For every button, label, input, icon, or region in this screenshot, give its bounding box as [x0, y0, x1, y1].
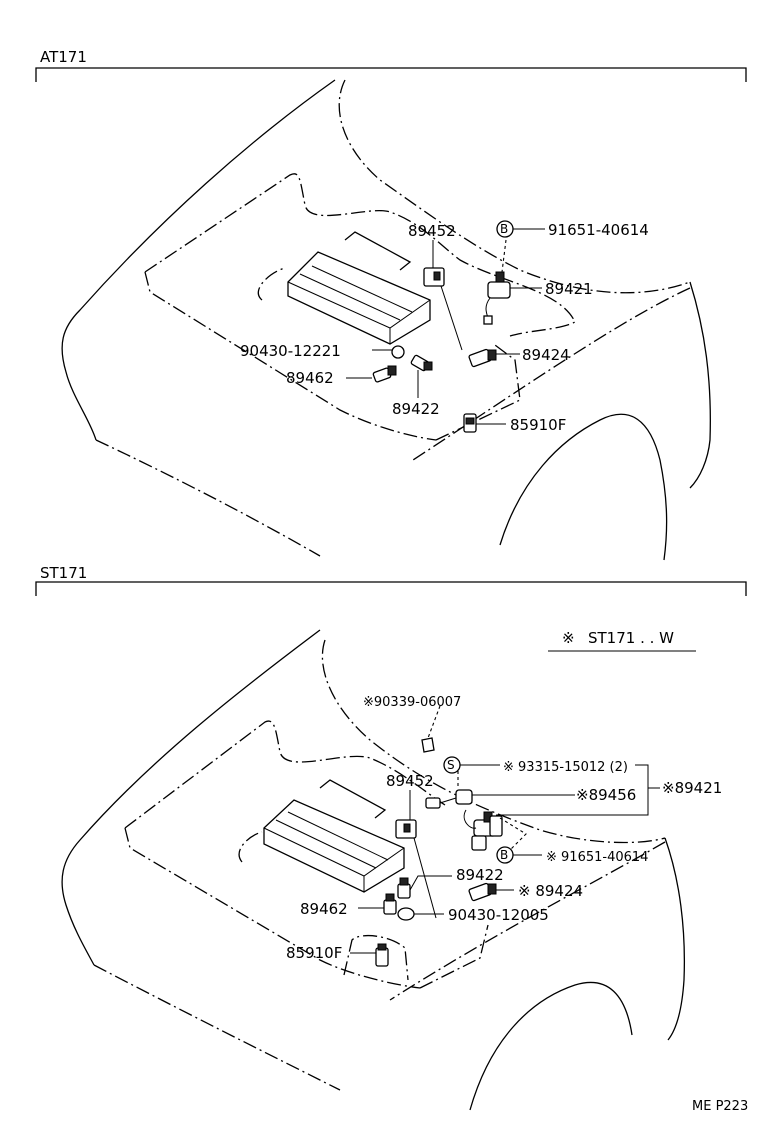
label-85910F-at171: 85910F — [510, 416, 566, 434]
label-89462-at171: 89462 — [286, 369, 334, 387]
diagram-code: ME P223 — [692, 1099, 748, 1114]
part-89424-sensor-at171 — [468, 348, 520, 368]
section-title-at171: AT171 — [40, 48, 87, 66]
part-90430-gasket-st171 — [397, 907, 444, 921]
part-89452-bracket-at171 — [423, 240, 463, 351]
bracket-89421-st171 — [496, 764, 649, 816]
label-89422-st171: 89422 — [456, 866, 504, 884]
label-85910F-st171: 85910F — [286, 944, 342, 962]
part-85910F-fuel-st171 — [350, 943, 389, 967]
part-89421-sensor-at171 — [483, 239, 511, 325]
part-89462-sensor-st171 — [358, 893, 397, 915]
label-91651-40614-at171: 91651-40614 — [548, 221, 649, 239]
label-89452-st171: 89452 — [386, 772, 434, 790]
car-body-outline-at171 — [61, 79, 711, 561]
part-89456-connector-st171 — [425, 770, 575, 809]
label-90430-12005-st171: 90430-12005 — [448, 906, 549, 924]
section-title-st171: ST171 — [40, 564, 87, 582]
label-89424-at171: 89424 — [522, 346, 570, 364]
part-89422-sensor-st171 — [397, 875, 452, 899]
label-89421-at171: 89421 — [545, 280, 593, 298]
label-90339-06007-st171: ※90339-06007 — [363, 695, 461, 710]
engine-block-at171 — [287, 231, 431, 345]
part-89462-sensor-at171 — [346, 365, 397, 383]
label-91651-40614-st171: ※ 91651-40614 — [546, 850, 648, 865]
part-89422-sensor-at171 — [410, 354, 433, 398]
label-90430-12221-at171: 90430-12221 — [240, 342, 341, 360]
label-89424-st171: ※ 89424 — [518, 882, 583, 900]
circle-b-label-st171: B — [500, 848, 508, 862]
label-89456-st171: ※89456 — [576, 786, 636, 804]
part-90339-clip-st171 — [421, 705, 441, 753]
part-90430-gasket-at171 — [372, 345, 405, 359]
label-89421-st171: ※89421 — [662, 779, 722, 797]
label-89452-at171: 89452 — [408, 222, 456, 240]
part-89421-sensor-st171 — [463, 809, 527, 855]
circle-s-label-st171: S — [447, 758, 455, 772]
label-89462-st171: 89462 — [300, 900, 348, 918]
section-bracket-st171 — [35, 581, 747, 596]
section-at171: AT171 — [35, 48, 747, 561]
circle-b-label-at171: B — [500, 222, 508, 236]
note-text: ST171 . . W — [588, 629, 674, 647]
part-85910F-fuel-at171 — [463, 413, 506, 433]
part-89424-sensor-st171 — [468, 882, 514, 902]
section-bracket-at171 — [35, 67, 747, 82]
part-89452-bracket-st171 — [395, 790, 437, 919]
label-93315-15012-st171: ※ 93315-15012 (2) — [503, 760, 628, 775]
label-89422-at171: 89422 — [392, 400, 440, 418]
section-st171: ST171 ※ ST171 . . W — [35, 564, 747, 1111]
note-symbol: ※ — [562, 629, 575, 647]
engine-block-st171 — [263, 779, 405, 893]
car-body-outline-st171 — [61, 629, 686, 1111]
